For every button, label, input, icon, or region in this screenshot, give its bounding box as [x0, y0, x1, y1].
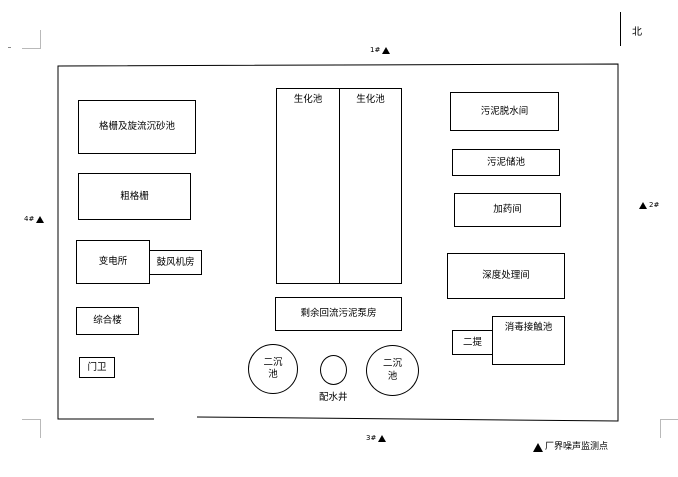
secondary-lift: 二提	[452, 330, 493, 355]
sludge-storage: 污泥储池	[452, 149, 560, 176]
crop-mark-top-left	[22, 30, 41, 49]
north-label: 北	[632, 27, 642, 38]
monitor-point-4: 4#	[24, 215, 45, 223]
secondary-clarifier-1: 二沉 池	[248, 344, 298, 394]
guard-room: 门卫	[79, 357, 115, 378]
monitor-point-1-label: 1#	[370, 46, 381, 54]
legend-triangle-icon	[533, 443, 543, 452]
office-building: 综合楼	[76, 307, 139, 335]
substation: 变电所	[76, 240, 150, 284]
bio-tank-1: 生化池	[276, 88, 340, 284]
triangle-marker-icon	[378, 435, 387, 442]
legend-label: 厂界噪声监测点	[545, 442, 609, 452]
dosing-room: 加药间	[454, 193, 561, 227]
coarse-grille: 粗格栅	[78, 173, 191, 220]
monitor-point-3: 3#	[366, 434, 387, 442]
triangle-marker-icon	[382, 47, 391, 54]
monitor-point-2-label: 2#	[649, 201, 660, 209]
distribution-well-label: 配水井	[319, 392, 348, 403]
sludge-pump-room: 剩余回流污泥泵房	[275, 297, 402, 331]
triangle-marker-icon	[36, 216, 45, 223]
crop-dot	[8, 47, 11, 48]
monitor-point-3-label: 3#	[366, 434, 377, 442]
advanced-treatment: 深度处理间	[447, 253, 565, 299]
sludge-dewatering: 污泥脱水间	[450, 92, 559, 131]
north-arrow-line	[620, 12, 621, 46]
blower-room: 鼓风机房	[149, 250, 202, 275]
legend: 厂界噪声监测点	[533, 443, 608, 452]
crop-mark-bottom-left	[22, 419, 41, 438]
disinfection-tank: 消毒接触池	[492, 316, 565, 365]
monitor-point-4-label: 4#	[24, 215, 35, 223]
monitor-point-1: 1#	[370, 46, 391, 54]
secondary-clarifier-2: 二沉 池	[366, 345, 419, 396]
grille-sand-tank: 格栅及旋流沉砂池	[78, 100, 196, 154]
triangle-marker-icon	[639, 202, 647, 209]
bio-tank-2: 生化池	[339, 88, 402, 284]
monitor-point-2: 2#	[639, 202, 659, 209]
crop-mark-bottom-right	[660, 419, 678, 438]
distribution-well	[320, 355, 347, 385]
boundary-wall	[57, 63, 619, 422]
